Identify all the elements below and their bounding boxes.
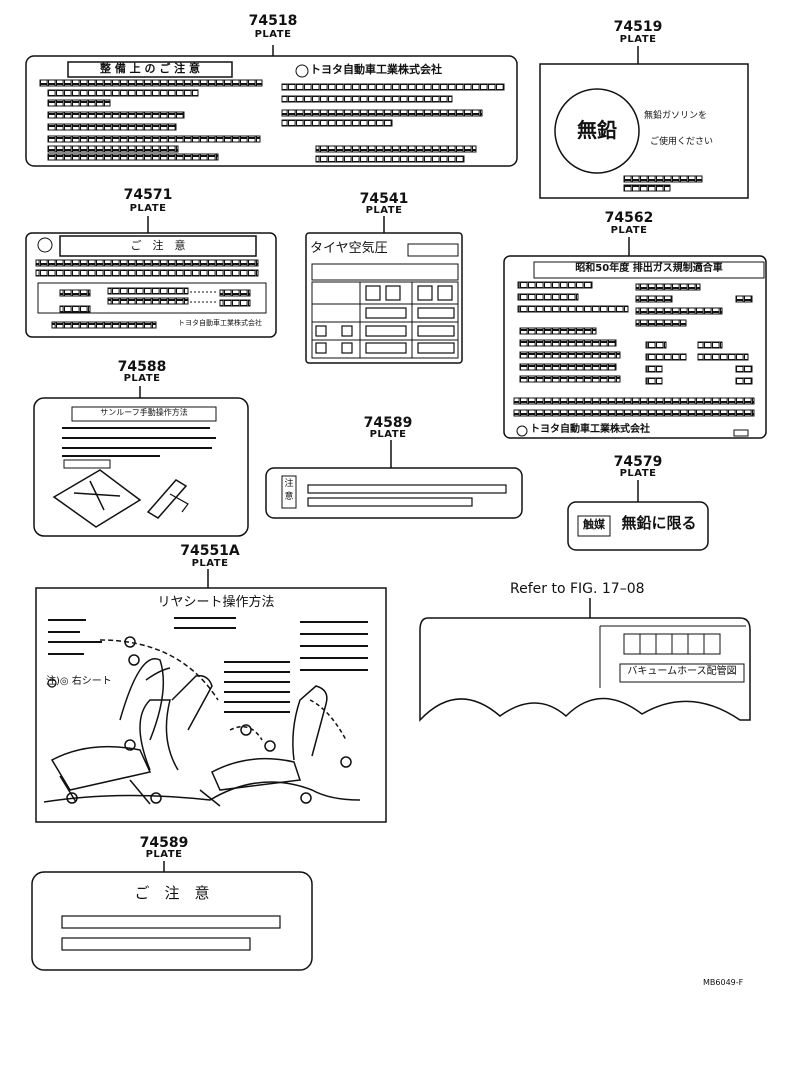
maker-name: トヨタ自動車工業株式会社 <box>310 63 442 76</box>
part-number-74571: 74571 <box>123 187 173 203</box>
part-label: PLATE <box>610 225 648 236</box>
maker-name: トヨタ自動車工業株式会社 <box>178 319 262 327</box>
text-block-lines <box>39 79 505 163</box>
plate-74541 <box>305 216 463 364</box>
plate-heading: リヤシート操作方法 <box>157 595 275 610</box>
caution-side-label: 注意 <box>284 479 294 502</box>
part-label: PLATE <box>145 849 183 860</box>
reference-panel <box>419 598 751 722</box>
plate-74579 <box>567 480 709 551</box>
part-label: PLATE <box>123 373 161 384</box>
plate-heading: ご 注 意 <box>134 884 210 902</box>
plate-74518 <box>25 45 518 167</box>
plate-note: 注)◎ 右シート <box>46 676 112 687</box>
vacuum-hose-label: バキュームホース配管図 <box>627 666 737 677</box>
part-label: PLATE <box>619 34 657 45</box>
part-label: PLATE <box>365 205 403 216</box>
part-label: PLATE <box>191 558 229 569</box>
part-label: PLATE <box>254 29 292 40</box>
part-label: PLATE <box>619 468 657 479</box>
plate-line1: 無鉛ガソリンを <box>644 111 708 121</box>
reference-text: Refer to FIG. 17–08 <box>510 581 645 597</box>
unleaded-badge: 無鉛 <box>577 118 617 142</box>
plate-heading: ご 注 意 <box>130 239 186 252</box>
plate-heading: 整 備 上 の ご 注 意 <box>100 62 200 75</box>
part-number-74541: 74541 <box>359 191 409 207</box>
plate-74589-small <box>265 440 523 519</box>
plate-74588 <box>33 386 249 537</box>
unleaded-only-label: 無鉛に限る <box>621 514 697 532</box>
plate-74551A <box>35 569 387 823</box>
part-number-74589: 74589 <box>139 835 189 851</box>
catalyst-label: 触媒 <box>583 518 605 531</box>
plate-74571 <box>25 216 277 338</box>
part-number-74562: 74562 <box>604 210 654 226</box>
part-number-74519: 74519 <box>613 19 663 35</box>
plate-74589-large <box>31 861 313 971</box>
plate-heading: タイヤ空気圧 <box>310 241 388 256</box>
part-number-74551A: 74551A <box>180 543 240 559</box>
plate-heading: 昭和50年度 排出ガス規制適合車 <box>575 263 723 274</box>
part-number-74579: 74579 <box>613 454 663 470</box>
maker-name: トヨタ自動車工業株式会社 <box>530 424 650 435</box>
part-label: PLATE <box>129 203 167 214</box>
part-number-74589: 74589 <box>363 415 413 431</box>
part-number-74588: 74588 <box>117 359 167 375</box>
drawing-code: MB6049-F <box>703 978 744 987</box>
plate-line2: ご使用ください <box>650 137 714 147</box>
part-number-74518: 74518 <box>248 13 298 29</box>
part-label: PLATE <box>369 429 407 440</box>
plate-74562 <box>503 237 767 439</box>
plate-heading: サンルーフ手動操作方法 <box>100 408 188 417</box>
plate-74519 <box>539 46 749 199</box>
